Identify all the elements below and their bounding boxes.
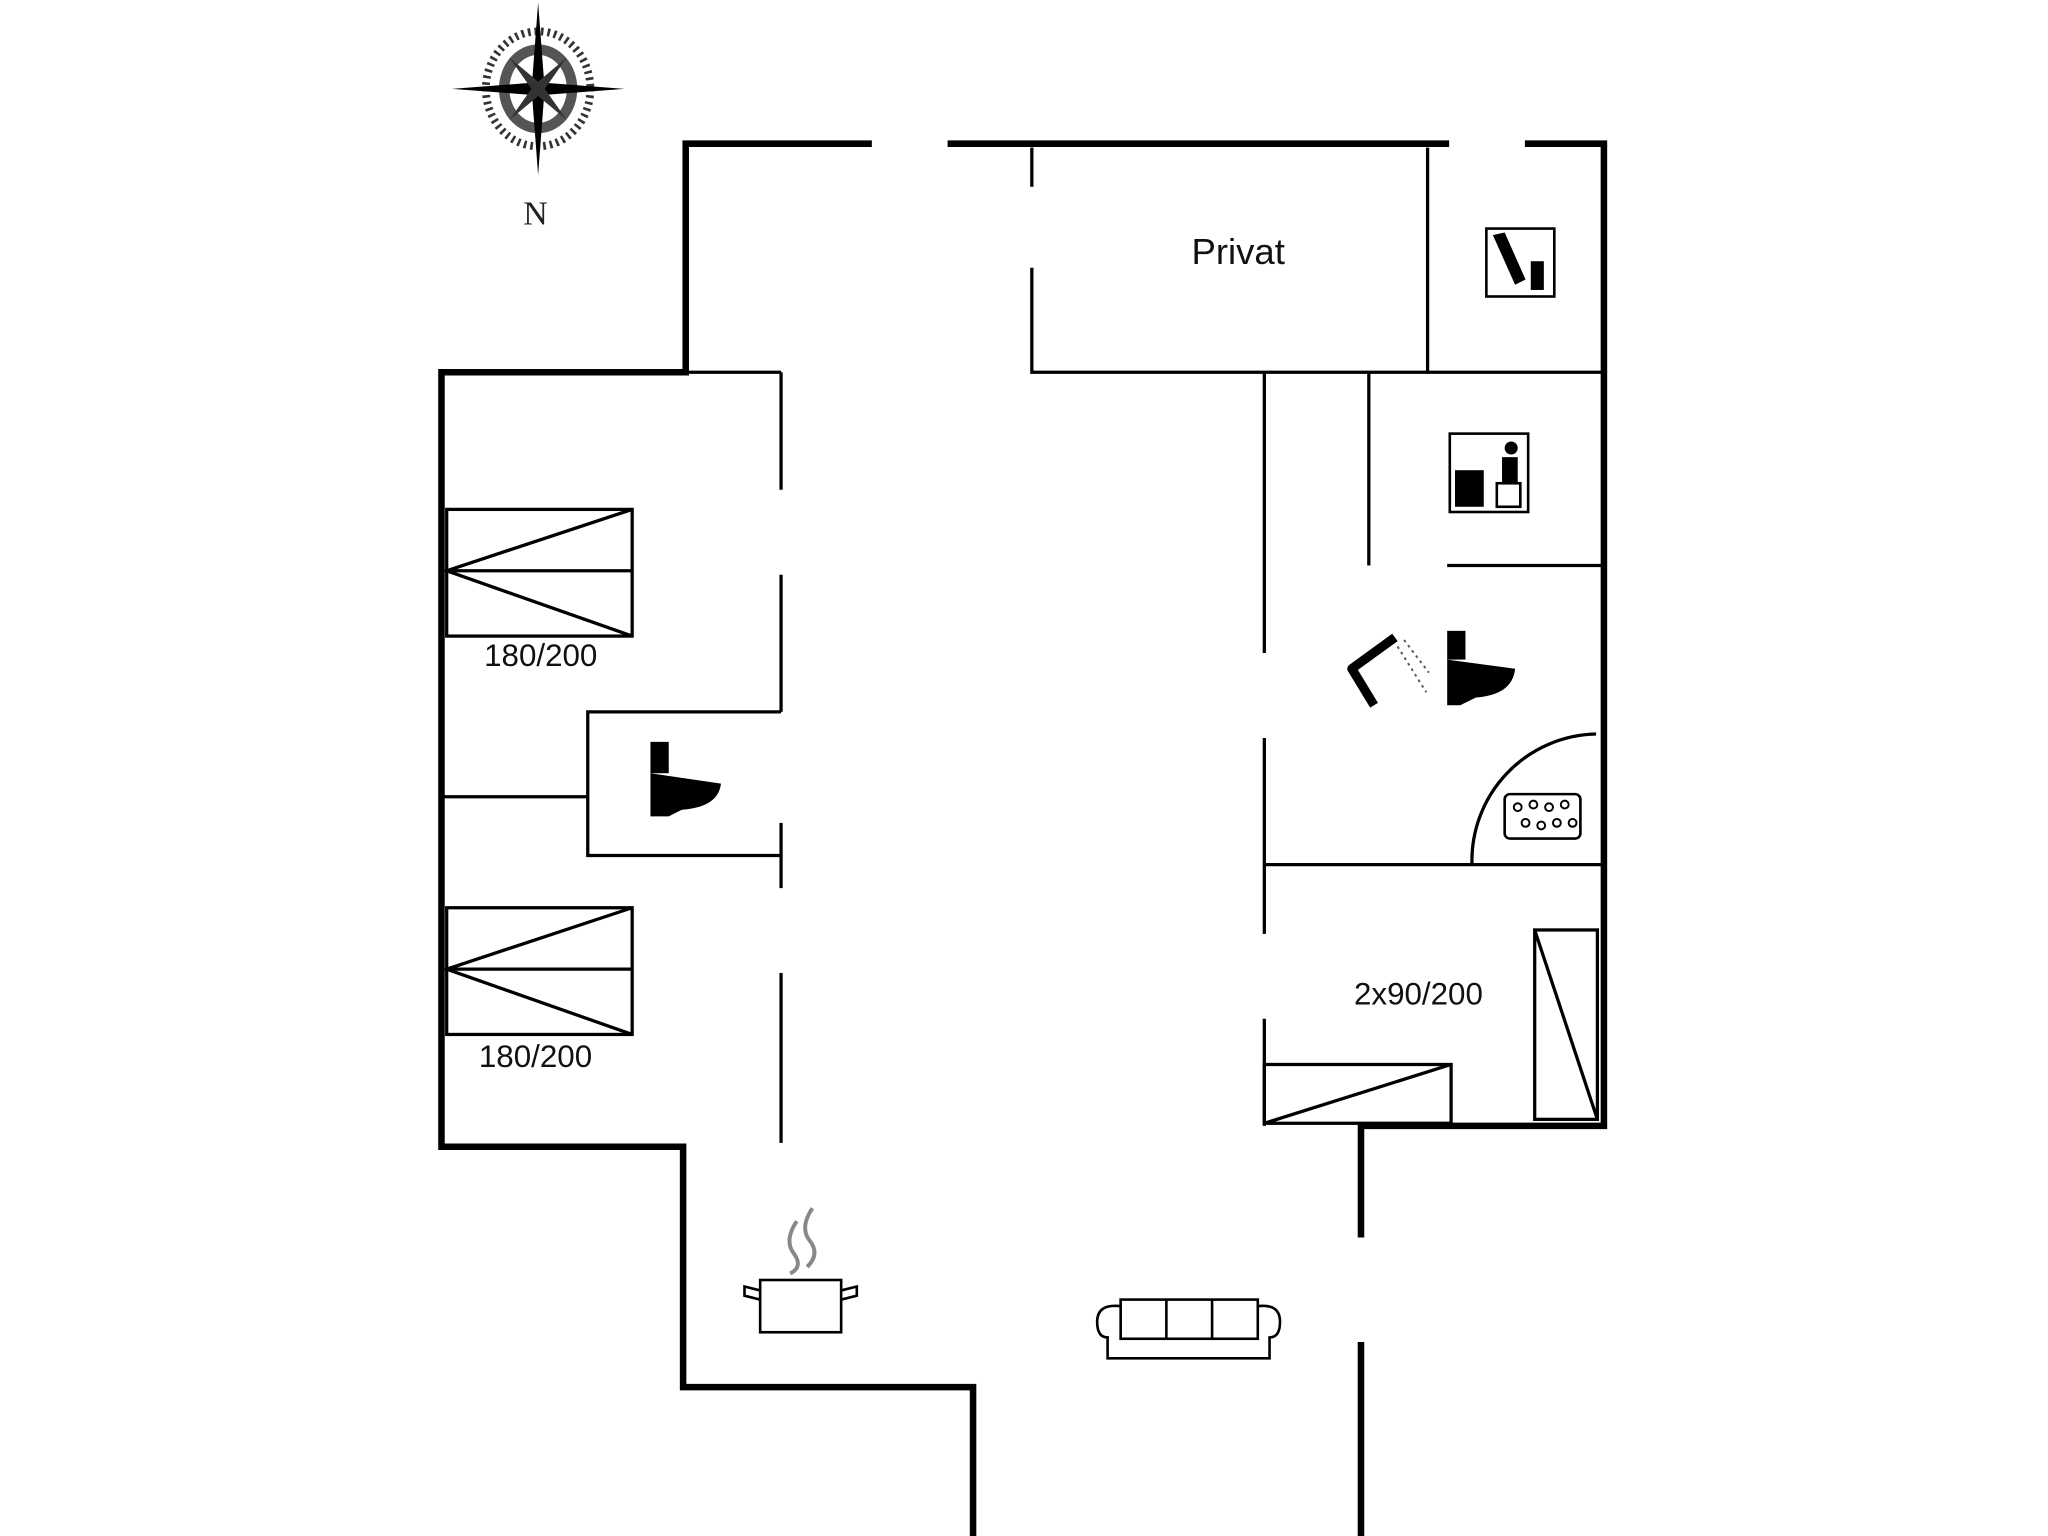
sauna-icon	[1448, 432, 1530, 514]
toilet-icon	[1447, 630, 1516, 706]
sofa-icon	[1095, 1298, 1282, 1360]
bed-size-label: 180/200	[484, 638, 597, 673]
bed-size-label: 2x90/200	[1354, 976, 1483, 1011]
bed-icon	[441, 906, 634, 1037]
jacuzzi-icon	[1470, 732, 1597, 865]
room-label-private: Privat	[1191, 231, 1284, 272]
bed-icon	[1262, 928, 1600, 1125]
toilet-icon	[650, 741, 721, 817]
washing-machine-icon	[1485, 227, 1556, 298]
compass-rose-icon	[451, 2, 625, 176]
bed-icon	[441, 507, 634, 638]
interior-walls	[441, 147, 1604, 1143]
bed-size-label: 180/200	[479, 1039, 592, 1074]
exterior-walls	[438, 140, 1608, 1536]
shower-icon	[1347, 633, 1430, 708]
cooking-pot-icon	[743, 1207, 859, 1334]
compass-north-label: N	[523, 196, 548, 233]
